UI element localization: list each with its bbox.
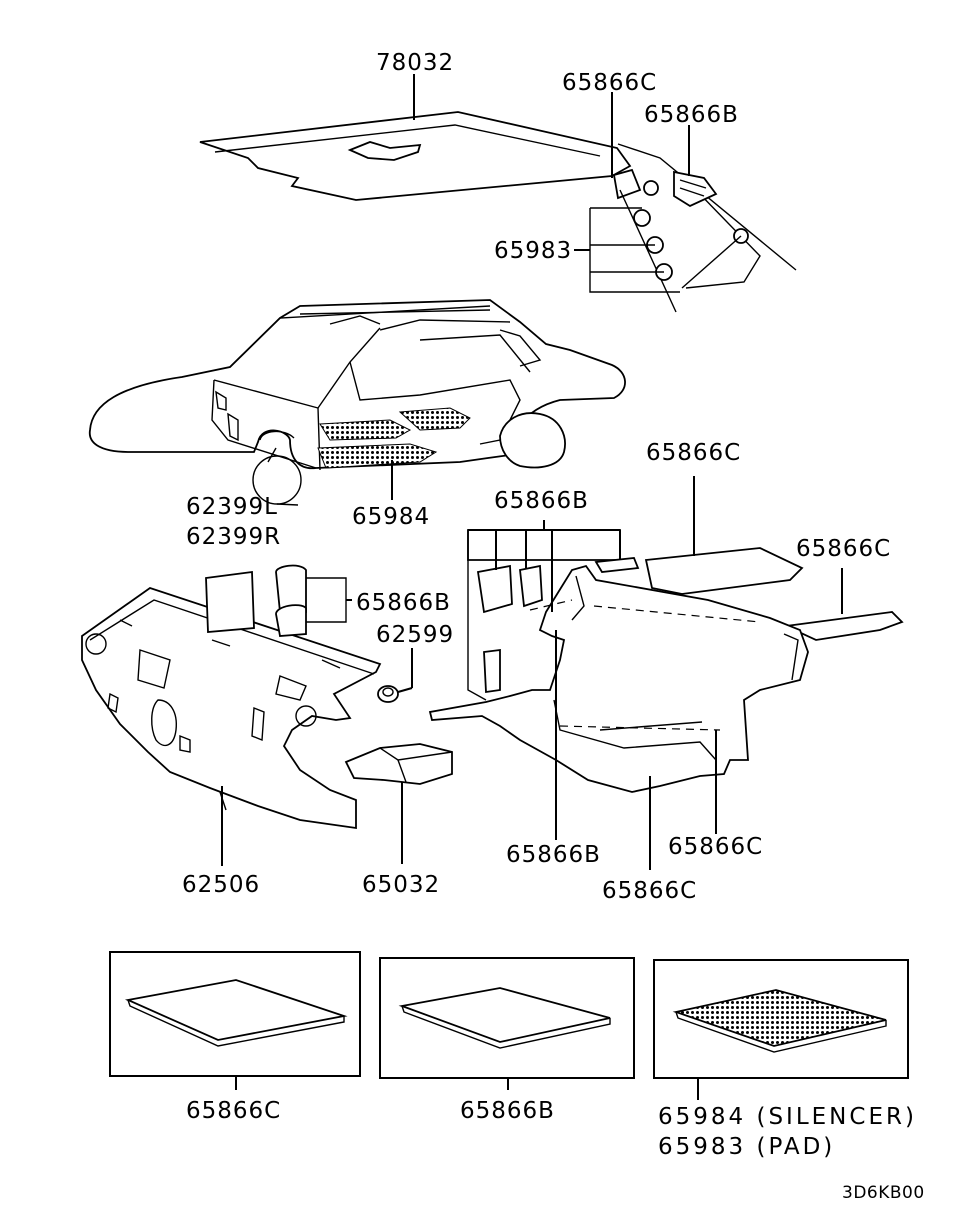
label-62506: 62506	[182, 872, 260, 898]
car-body-outline	[88, 299, 626, 506]
label-65866c-bottom-2: 65866C	[602, 878, 697, 904]
label-78032: 78032	[376, 50, 454, 76]
diagram-code: 3D6KB00	[842, 1183, 925, 1203]
grommet-62599	[377, 685, 399, 703]
legend-label-silencer: 65984 (SILENCER)	[658, 1104, 917, 1130]
label-65983: 65983	[494, 238, 572, 264]
label-65984: 65984	[352, 504, 430, 530]
legend-label-pad: 65983 (PAD)	[658, 1134, 835, 1160]
label-65032: 65032	[362, 872, 440, 898]
legend-box-65866c	[109, 951, 361, 1090]
legend-box-65866b	[379, 957, 635, 1090]
label-65866c-right-2: 65866C	[796, 536, 891, 562]
pads-65983	[589, 180, 749, 293]
legend-box-silencer	[653, 959, 909, 1100]
floor-silencer-65984	[317, 407, 471, 469]
label-65866c-right-1: 65866C	[646, 440, 741, 466]
label-62599: 62599	[376, 622, 454, 648]
label-65866b-top: 65866B	[644, 102, 739, 128]
label-65866b-bottom: 65866B	[506, 842, 601, 868]
headliner-78032	[199, 111, 632, 201]
legend-label-65866c: 65866C	[186, 1098, 281, 1124]
label-65866b-mid: 65866B	[494, 488, 589, 514]
pillar-trim-top	[612, 143, 797, 313]
rear-floor-assembly	[428, 529, 904, 793]
legend-label-65866b: 65866B	[460, 1098, 555, 1124]
label-62399r: 62399R	[186, 524, 281, 550]
dash-panel-62506	[81, 564, 382, 830]
bracket-65032	[344, 743, 453, 785]
label-65866b-left: 65866B	[356, 590, 451, 616]
label-65866c-top: 65866C	[562, 70, 657, 96]
label-62399l: 62399L	[186, 494, 278, 520]
label-65866c-bottom-1: 65866C	[668, 834, 763, 860]
